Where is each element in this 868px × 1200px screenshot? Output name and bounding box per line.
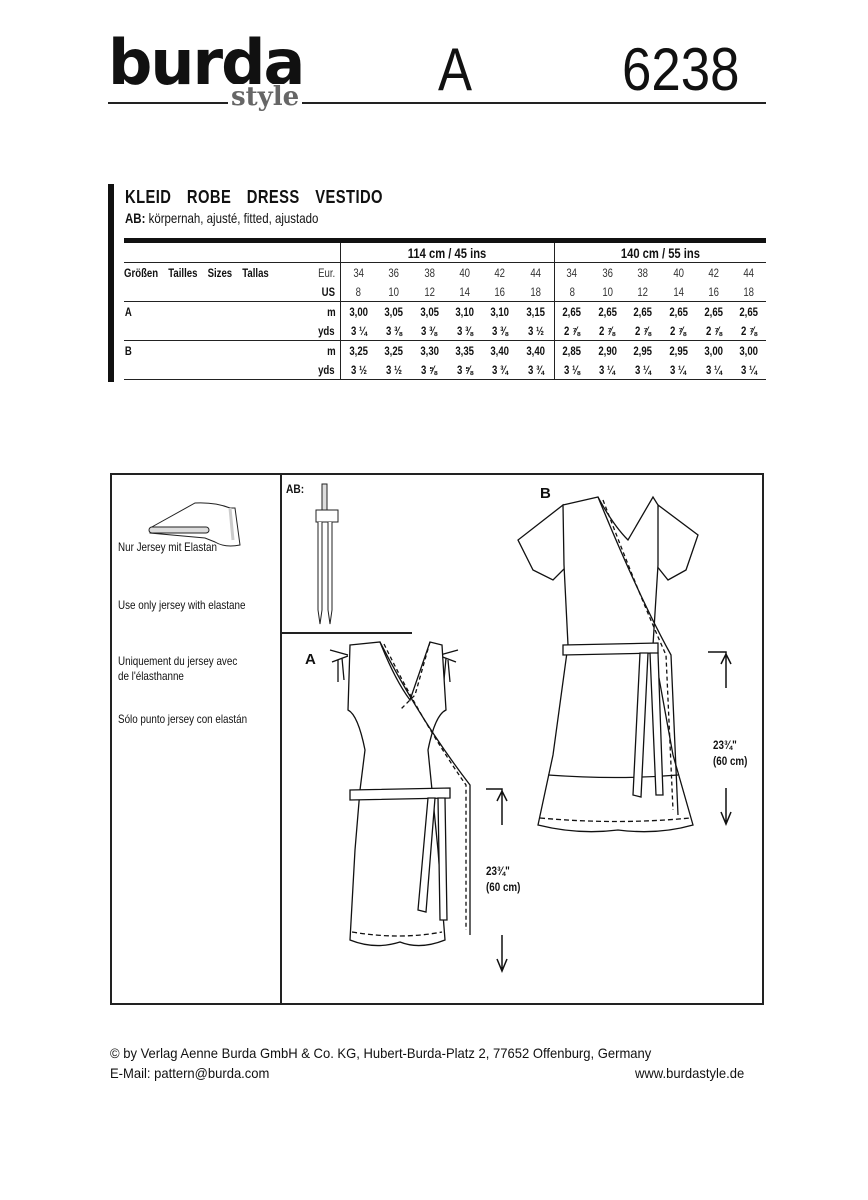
fabric-note-en: Use only jersey with elastane: [118, 598, 246, 612]
footer-email[interactable]: E-Mail: pattern@burda.com: [110, 1065, 270, 1081]
width-header-row: 114 cm / 45 ins 140 cm / 55 ins: [124, 243, 766, 263]
view-a-length-cm: (60 cm): [486, 880, 521, 894]
fit-subtitle-prefix: AB:: [125, 210, 146, 226]
view-a-length-arrows: [486, 788, 508, 973]
fabric-note-de: Nur Jersey mit Elastan: [118, 540, 217, 554]
view-b-meters-row: B m 3,25 3,25 3,30 3,35 3,40 3,40 2,85 2…: [124, 340, 766, 360]
view-b-length-cm: (60 cm): [713, 754, 748, 768]
pattern-number: 6238: [622, 36, 740, 103]
view-a-label: A: [124, 301, 312, 321]
needle-label: AB:: [286, 482, 305, 496]
footer-website[interactable]: www.burdastyle.de: [635, 1065, 745, 1081]
brand-logo: burda: [108, 26, 305, 99]
view-a-length-in: 23¾": [486, 864, 510, 878]
garment-title: KLEID ROBE DRESS VESTIDO: [125, 187, 383, 207]
view-letter: A: [438, 36, 473, 103]
panel-divider-vertical: [280, 473, 282, 1005]
dress-b-illustration: [517, 495, 699, 833]
fit-subtitle-text: körpernah, ajusté, fitted, ajustado: [145, 210, 319, 226]
fabric-note-fr-line2: de l'élasthanne: [118, 669, 184, 683]
footer-copyright: © by Verlag Aenne Burda GmbH & Co. KG, H…: [110, 1045, 652, 1061]
us-label: US: [311, 282, 342, 302]
header-rule: [108, 102, 766, 104]
width-140-header: 140 cm / 55 ins: [620, 244, 700, 261]
view-b-illustration-label: B: [540, 485, 551, 502]
view-b-length-in: 23¾": [713, 738, 737, 752]
width-114-header: 114 cm / 45 ins: [340, 243, 555, 263]
sizes-label: Größen Tailles Sizes Tallas: [124, 262, 312, 282]
view-a-illustration-label: A: [305, 651, 316, 668]
panel-divider-horizontal: [282, 632, 412, 634]
eur-label: Eur.: [311, 262, 342, 282]
fabric-note-fr-line1: Uniquement du jersey avec: [118, 654, 238, 668]
brand-logo-sub: style: [228, 84, 303, 110]
fabric-note-es: Sólo punto jersey con elastán: [118, 712, 248, 726]
fit-subtitle: AB: körpernah, ajusté, fitted, ajustado: [125, 210, 318, 226]
twin-needle-icon: [315, 483, 339, 625]
view-a-yards-row: yds 3 ¼ 3 ⅜ 3 ⅜ 3 ⅜ 3 ⅜ 3 ½ 2 ⅞ 2 ⅞ 2 ⅞ …: [124, 321, 766, 341]
title-side-bar: [108, 184, 114, 382]
illustration-panel: [110, 473, 764, 1005]
view-a-meters-row: A m 3,00 3,05 3,05 3,10 3,10 3,15 2,65 2…: [124, 301, 766, 321]
view-b-yards-row: yds 3 ½ 3 ½ 3 ⅝ 3 ⅝ 3 ¾ 3 ¾ 3 ⅛ 3 ¼ 3 ¼ …: [124, 360, 766, 380]
dress-a-illustration: [329, 641, 471, 947]
yardage-table: 114 cm / 45 ins 140 cm / 55 ins Größen T…: [124, 238, 766, 380]
folded-fabric-icon: [148, 502, 241, 547]
view-b-length-arrows: [708, 651, 732, 826]
us-size-row: US 8 10 12 14 16 18 8 10 12 14 16 18: [124, 282, 766, 302]
eur-size-row: Größen Tailles Sizes Tallas Eur. 34 36 3…: [124, 262, 766, 282]
view-b-label: B: [124, 340, 312, 360]
